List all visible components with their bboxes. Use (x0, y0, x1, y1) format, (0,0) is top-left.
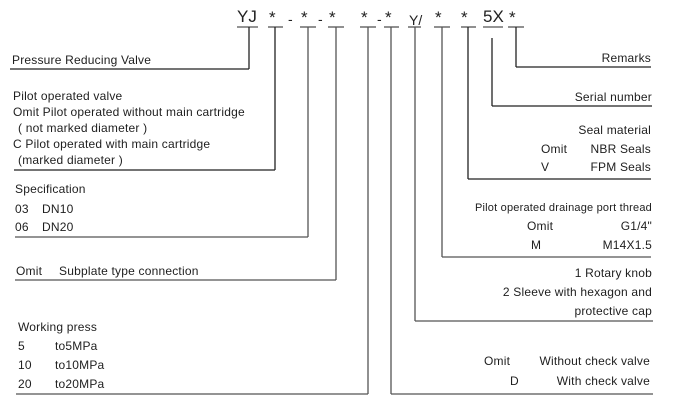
code-prefix: YJ (237, 7, 257, 26)
adjustment-line: 2 Sleeve with hexagon and (502, 285, 652, 299)
check-desc: With check valve (556, 374, 650, 388)
spec-code: 03 (15, 202, 29, 216)
code-drain: * (435, 8, 442, 27)
pilot-line: ( not marked diameter ) (18, 121, 148, 135)
code-connection: * (329, 8, 336, 27)
seal-desc: FPM Seals (590, 160, 651, 174)
valve-type-label: Pressure Reducing Valve (12, 53, 152, 67)
drainage-code: M (531, 238, 542, 252)
drainage-desc: G1/4" (620, 219, 652, 233)
connection-desc: Subplate type connection (59, 264, 199, 278)
press-desc: to10MPa (55, 358, 105, 372)
seal-code: Omit (541, 142, 568, 156)
code-series: 5X (483, 7, 504, 26)
check-code: Omit (484, 354, 511, 368)
pilot-line: Omit Pilot operated without main cartrid… (13, 105, 245, 119)
seal-code: V (541, 160, 550, 174)
press-code: 5 (18, 339, 25, 353)
press-code: 10 (18, 358, 32, 372)
press-desc: to5MPa (55, 339, 98, 353)
seal-desc: NBR Seals (590, 142, 651, 156)
spec-desc: DN10 (42, 202, 74, 216)
code-pilot: * (269, 8, 276, 27)
code-press: * (361, 8, 368, 27)
remarks-label: Remarks (601, 51, 651, 65)
drainage-title: Pilot operated drainage port thread (474, 202, 652, 214)
spec-code: 06 (15, 220, 29, 234)
press-code: 20 (18, 377, 32, 391)
drainage-code: Omit (527, 219, 554, 233)
code-dash: - (288, 11, 293, 27)
adjustment-line: 1 Rotary knob (574, 266, 652, 280)
code-remarks: * (509, 8, 516, 27)
pilot-line: C Pilot operated with main cartridge (13, 137, 211, 151)
code-check: * (385, 8, 392, 27)
code-adjust: Y/ (409, 12, 423, 28)
adjustment-line: protective cap (574, 304, 652, 318)
spec-desc: DN20 (42, 220, 74, 234)
spec-title: Specification (15, 182, 86, 196)
press-desc: to20MPa (55, 377, 105, 391)
press-title: Working press (18, 320, 98, 334)
seal-title: Seal material (578, 123, 651, 137)
code-spec: * (301, 8, 308, 27)
check-desc: Without check valve (539, 354, 650, 368)
code-dash: - (377, 11, 382, 27)
pilot-line: (marked diameter ) (18, 153, 123, 167)
code-seal: * (461, 8, 468, 27)
serial-label: Serial number (574, 90, 652, 104)
connection-code: Omit (16, 264, 43, 278)
pilot-title: Pilot operated valve (13, 89, 123, 103)
code-dash: - (318, 11, 323, 27)
drainage-desc: M14X1.5 (602, 238, 652, 252)
check-code: D (510, 374, 519, 388)
